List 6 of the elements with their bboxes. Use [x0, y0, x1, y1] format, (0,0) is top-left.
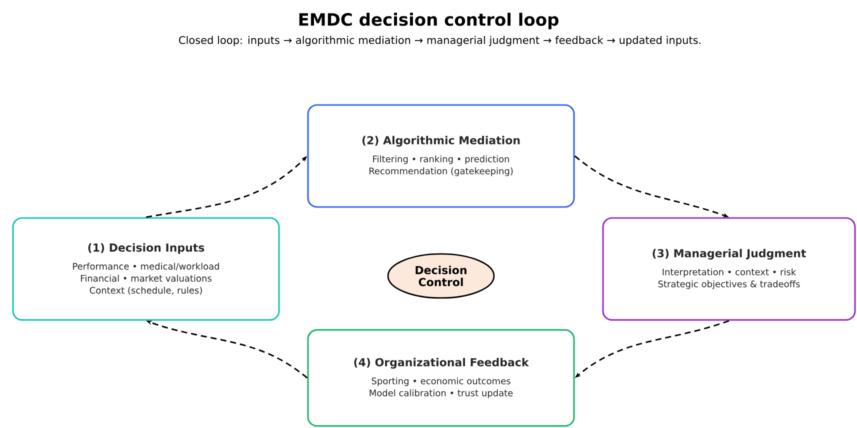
- title: EMDC decision control loop: [299, 12, 558, 30]
- process-box: (4) Organizational Feedback Sporting • economic outcomes Model calibration • trust update: [307, 329, 575, 427]
- process-box: (3) Managerial Judgment Interpretation • context • risk Strategic objectives & tradeoffs: [602, 217, 856, 321]
- process-box: (1) Decision Inputs Performance • medical/workload Financial • market valuations Context (schedule, rules): [12, 217, 280, 321]
- subtitle: Closed loop: inputs → algorithmic mediation → managerial judgment → feedback → updated inputs.: [179, 36, 700, 46]
- process-box: (2) Algorithmic Mediation Filtering • ranking • prediction Recommendation (gatekeeping): [307, 104, 575, 208]
